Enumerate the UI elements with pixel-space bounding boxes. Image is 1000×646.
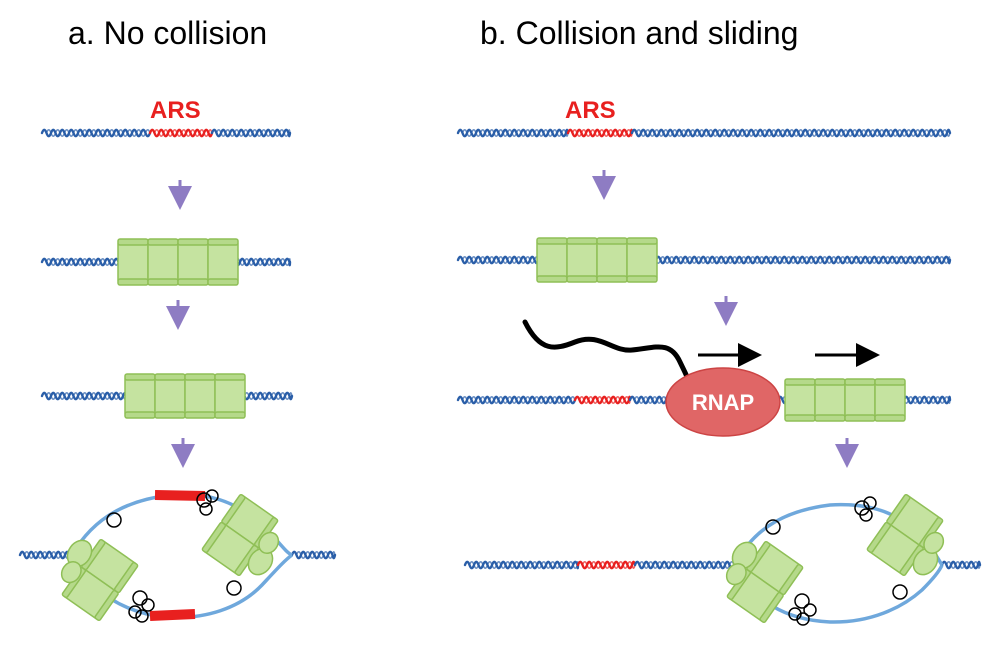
primer-circle [128,605,142,619]
dna-b1-right [630,128,952,138]
dna-b4-right [633,560,740,570]
cmg-helicases [60,493,945,624]
dna-strands [18,128,982,570]
primer-circle [135,609,149,623]
mcm-double-hexamer-a2 [124,373,246,419]
mcm-double-hexamer-b1 [536,237,658,283]
dna-a1-ars [148,128,214,138]
panel-a-title: a. No collision [68,15,267,51]
primer-circle [794,593,810,609]
dna-a4-right [290,550,337,560]
primer-circle [863,496,877,510]
dna-b4-left [463,560,580,570]
dna-a1-right [210,128,292,138]
primer-circle [196,492,212,508]
primer-circles [106,489,908,626]
primer-circle [199,502,213,516]
rnap-label: RNAP [692,390,754,415]
mcm-double-hexamer-a1 [117,238,239,286]
primer-circle [141,598,155,612]
primer-circle [859,508,873,522]
dna-a1-left [40,128,152,138]
cmg-helicase-b-left [725,540,804,624]
panel-a-ars-label: ARS [150,97,201,124]
primer-circle [765,519,781,535]
cmg-helicase-a-left [60,538,139,622]
dna-b1-ars [566,128,634,138]
dna-b2 [456,255,952,265]
primer-circle [106,512,122,528]
primer-circle [796,612,810,626]
cmg-helicase-b-right [866,493,945,577]
rna-transcript [522,319,698,398]
primer-circle [803,603,817,617]
dna-b1-left [456,128,570,138]
dna-b4-end [940,560,982,570]
mcm-double-hexamer-b2 [784,378,906,422]
primer-circle [892,584,908,600]
primer-circle [132,590,148,606]
panel-b-title: b. Collision and sliding [480,15,798,51]
dna-b3-mid [628,395,670,405]
panel-b-ars-label: ARS [565,97,616,124]
primer-circle [205,489,219,503]
dna-b3-ars [573,395,632,405]
dna-b3-left [456,395,577,405]
cmg-helicase-a-right [201,493,280,577]
rnap-icon [665,367,781,437]
dna-b4-ars [576,560,637,570]
primer-circle [854,500,870,516]
primer-circle [226,580,242,596]
